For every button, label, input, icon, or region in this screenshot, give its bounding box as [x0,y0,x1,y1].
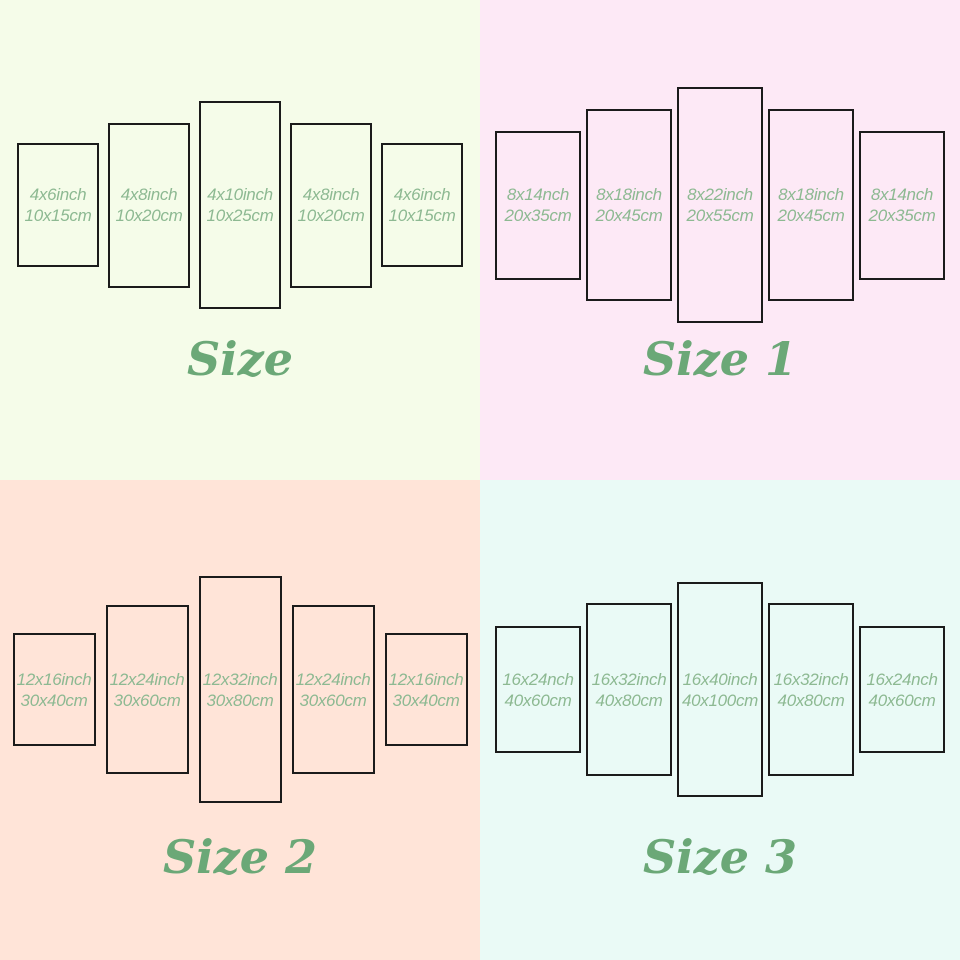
panel-size-label: 8x14nch 20x35cm [505,184,572,226]
panel-cm-label: 20x35cm [868,206,936,225]
quadrant-size-2: 12x16inch 30x40cm 12x24inch 30x60cm 12x3… [0,480,480,960]
panel-cm-label: 30x40cm [392,690,460,710]
panel-size-label: 16x24nch 40x60cm [502,669,574,711]
panel-cm-label: 30x40cm [20,690,88,710]
canvas-panel: 4x8inch 10x20cm [108,122,190,288]
canvas-panel: 8x22inch 20x55cm [677,87,763,323]
canvas-panel: 16x40inch 40x100cm [677,582,763,797]
panel-cm-label: 20x45cm [595,206,663,225]
panel-size-label: 16x40inch 40x100cm [682,669,758,711]
panel-cm-label: 20x55cm [686,206,754,225]
canvas-panel: 4x10inch 10x25cm [199,101,281,309]
panel-cm-label: 40x80cm [777,690,845,710]
panel-inch-label: 4x8inch [302,185,360,204]
panel-inch-label: 4x6inch [29,185,87,204]
panel-inch-label: 16x24nch [502,669,574,689]
panel-cm-label: 30x60cm [299,690,367,710]
panel-size-label: 8x18inch 20x45cm [596,184,663,226]
panel-size-label: 12x32inch 30x80cm [203,669,278,711]
canvas-panel: 12x16inch 30x40cm [384,633,468,746]
panel-inch-label: 8x22inch [687,185,753,204]
canvas-panel: 4x8inch 10x20cm [290,122,372,288]
quadrant-title: Size 1 [642,332,798,386]
quadrant-title: Size 3 [642,830,798,884]
panel-size-label: 12x16inch 30x40cm [389,669,464,711]
panel-cm-label: 10x15cm [24,206,92,225]
quadrant-title: Size 2 [162,830,318,884]
panel-inch-label: 12x16inch [16,669,92,689]
panel-size-label: 4x8inch 10x20cm [116,184,183,226]
panel-cm-label: 10x20cm [297,206,365,225]
panel-inch-label: 12x24inch [109,669,185,689]
panel-cm-label: 40x100cm [681,690,759,710]
panel-size-label: 4x10inch 10x25cm [207,184,274,226]
panel-cm-label: 20x45cm [777,206,845,225]
panel-inch-label: 12x24inch [295,669,371,689]
quadrant-size-1: 8x14nch 20x35cm 8x18inch 20x45cm 8x22inc… [480,0,960,480]
canvas-panel: 16x32inch 40x80cm [768,603,854,776]
panel-size-label: 16x32inch 40x80cm [592,669,667,711]
panel-cm-label: 40x60cm [868,690,936,710]
panel-inch-label: 12x32inch [202,669,278,689]
panel-inch-label: 16x40inch [682,669,758,689]
panel-cm-label: 20x35cm [504,206,572,225]
quadrant-title: Size [186,332,294,386]
panel-row: 4x6inch 10x15cm 4x8inch 10x20cm 4x10inch… [0,0,480,410]
canvas-panel: 16x24nch 40x60cm [495,626,581,753]
panel-inch-label: 12x16inch [388,669,464,689]
panel-inch-label: 4x6inch [393,185,451,204]
panel-size-label: 8x18inch 20x45cm [778,184,845,226]
panel-inch-label: 4x10inch [207,185,273,204]
panel-cm-label: 10x20cm [115,206,183,225]
panel-size-label: 4x8inch 10x20cm [298,184,365,226]
panel-inch-label: 8x18inch [596,185,662,204]
panel-inch-label: 8x14nch [506,185,570,204]
panel-row: 16x24nch 40x60cm 16x32inch 40x80cm 16x40… [480,480,960,899]
panel-size-label: 8x22inch 20x55cm [687,184,754,226]
canvas-panel: 12x32inch 30x80cm [198,576,282,803]
canvas-panel: 4x6inch 10x15cm [381,143,463,267]
canvas-panel: 8x18inch 20x45cm [586,109,672,301]
panel-inch-label: 16x32inch [773,669,849,689]
panel-size-label: 4x6inch 10x15cm [25,184,92,226]
canvas-panel: 8x18inch 20x45cm [768,109,854,301]
quadrant-size: 4x6inch 10x15cm 4x8inch 10x20cm 4x10inch… [0,0,480,480]
panel-size-label: 16x32inch 40x80cm [774,669,849,711]
panel-inch-label: 16x32inch [591,669,667,689]
panel-size-label: 16x24nch 40x60cm [866,669,938,711]
canvas-panel: 12x24inch 30x60cm [291,605,375,774]
canvas-panel: 8x14nch 20x35cm [859,130,945,280]
panel-cm-label: 10x15cm [388,206,456,225]
panel-size-label: 12x24inch 30x60cm [110,669,185,711]
canvas-panel: 4x6inch 10x15cm [17,143,99,267]
canvas-panel: 16x32inch 40x80cm [586,603,672,776]
panel-inch-label: 8x14nch [870,185,934,204]
panel-row: 8x14nch 20x35cm 8x18inch 20x45cm 8x22inc… [480,0,960,410]
panel-cm-label: 30x60cm [113,690,181,710]
canvas-panel: 16x24nch 40x60cm [859,626,945,753]
panel-size-label: 8x14nch 20x35cm [869,184,936,226]
canvas-panel: 8x14nch 20x35cm [495,130,581,280]
canvas-panel: 12x24inch 30x60cm [105,605,189,774]
panel-cm-label: 40x80cm [595,690,663,710]
panel-cm-label: 40x60cm [504,690,572,710]
panel-size-label: 12x16inch 30x40cm [17,669,92,711]
panel-row: 12x16inch 30x40cm 12x24inch 30x60cm 12x3… [0,480,480,899]
panel-size-label: 4x6inch 10x15cm [389,184,456,226]
panel-cm-label: 10x25cm [206,206,274,225]
quadrant-size-3: 16x24nch 40x60cm 16x32inch 40x80cm 16x40… [480,480,960,960]
panel-inch-label: 8x18inch [778,185,844,204]
panel-cm-label: 30x80cm [206,690,274,710]
canvas-panel: 12x16inch 30x40cm [12,633,96,746]
panel-inch-label: 4x8inch [120,185,178,204]
panel-size-label: 12x24inch 30x60cm [296,669,371,711]
panel-inch-label: 16x24nch [866,669,938,689]
